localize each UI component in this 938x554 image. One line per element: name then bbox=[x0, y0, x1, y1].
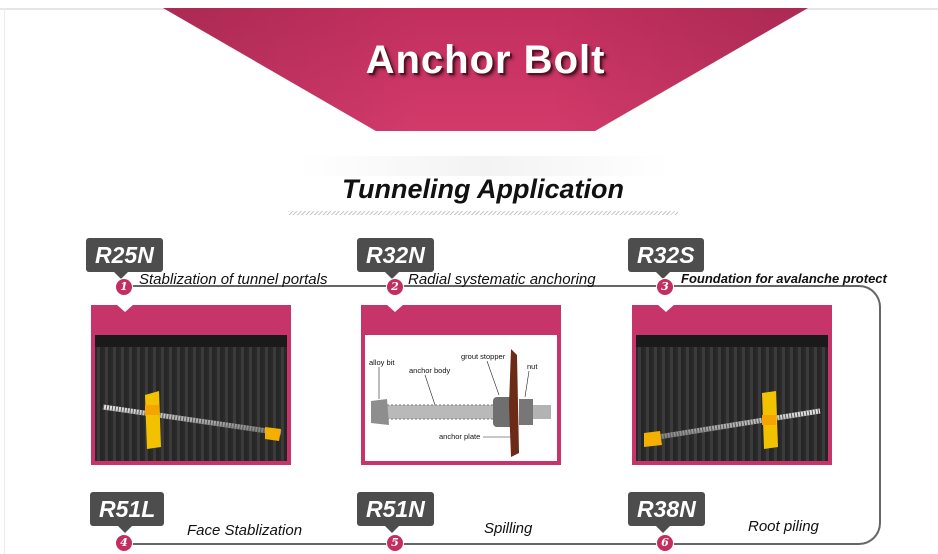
model-badge-1: R25N bbox=[86, 238, 163, 279]
label-anchor-body: anchor body bbox=[409, 366, 451, 375]
subtitle-glow bbox=[300, 156, 670, 176]
step-marker-2: 2 bbox=[386, 278, 404, 296]
model-badge-4: R51L bbox=[90, 492, 165, 533]
left-border bbox=[4, 8, 5, 554]
application-label-2: Radial systematic anchoring bbox=[408, 271, 596, 288]
model-badge-5: R51N bbox=[357, 492, 434, 533]
application-label-3: Foundation for avalanche protect bbox=[681, 271, 887, 286]
application-label-1: Stablization of tunnel portals bbox=[139, 271, 328, 288]
step-marker-3: 3 bbox=[656, 278, 674, 296]
label-grout-stopper: grout stopper bbox=[461, 352, 506, 361]
model-badge-2: R32N bbox=[357, 238, 434, 279]
timeline-track bbox=[122, 285, 881, 545]
photo-card-2: alloy bit anchor body grout stopper nut … bbox=[361, 304, 561, 465]
model-badge-6: R38N bbox=[628, 492, 705, 533]
section-subtitle: Tunneling Application bbox=[342, 174, 624, 204]
subtitle-underline bbox=[288, 211, 678, 215]
photo-card-3 bbox=[632, 304, 832, 465]
label-alloy-bit: alloy bit bbox=[369, 358, 395, 367]
page-title: Anchor Bolt bbox=[365, 38, 606, 82]
step-marker-4: 4 bbox=[115, 534, 133, 552]
model-badge-3: R32S bbox=[628, 238, 704, 279]
anchor-photo-3 bbox=[636, 335, 828, 461]
photo-card-1 bbox=[91, 304, 291, 465]
step-marker-1: 1 bbox=[115, 278, 133, 296]
step-marker-6: 6 bbox=[656, 534, 674, 552]
anchor-photo-1 bbox=[95, 335, 287, 461]
label-anchor-plate: anchor plate bbox=[439, 432, 480, 441]
application-label-6: Root piling bbox=[748, 518, 819, 535]
anchor-diagram: alloy bit anchor body grout stopper nut … bbox=[365, 335, 557, 461]
application-label-5: Spilling bbox=[484, 520, 533, 537]
step-marker-5: 5 bbox=[386, 534, 404, 552]
application-label-4: Face Stablization bbox=[187, 522, 303, 539]
label-nut: nut bbox=[527, 362, 538, 371]
